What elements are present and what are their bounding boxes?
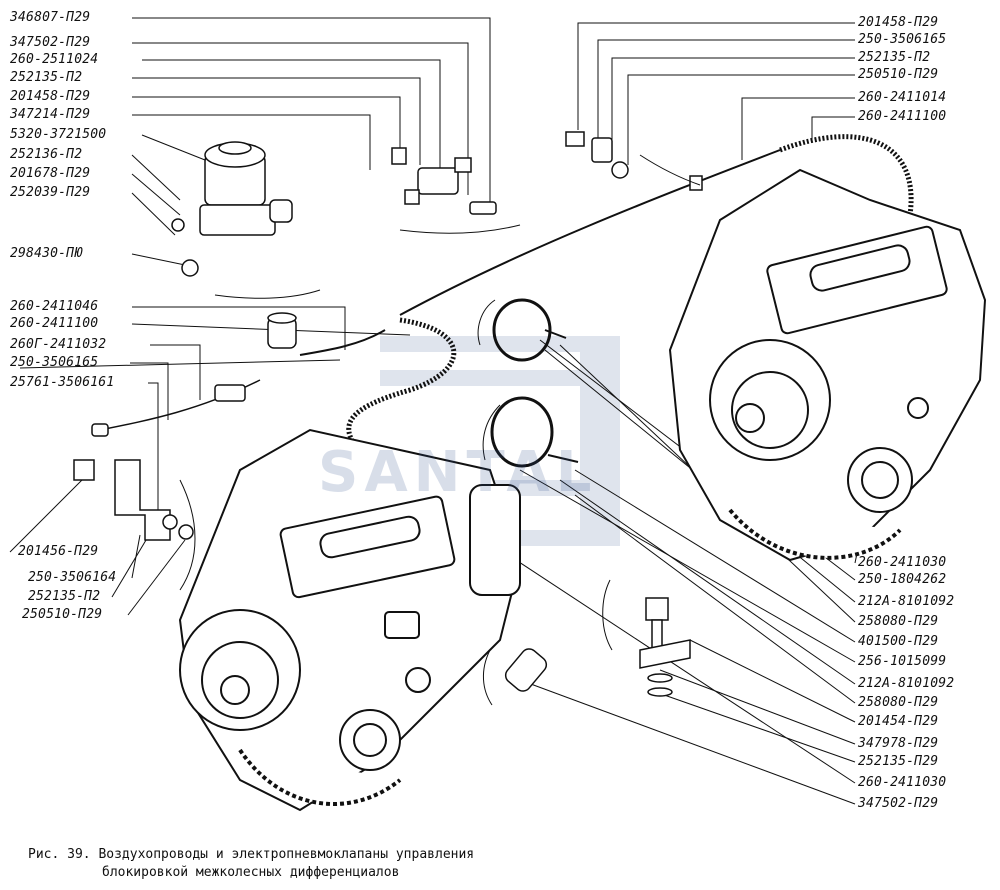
part-label: 201458-П29 [858, 15, 939, 30]
part-label: 201456-П29 [18, 544, 99, 559]
connector-valve-left [91, 312, 297, 437]
part-label: 212А-8101092 [858, 676, 955, 691]
part-label: 346807-П29 [10, 10, 91, 25]
tee-fitting-assembly [391, 147, 497, 215]
part-label: 201454-П29 [858, 714, 939, 729]
figure-caption-line1: Рис. 39. Воздухопроводы и электропневмок… [28, 847, 475, 862]
part-label: 250-1804262 [858, 572, 947, 587]
figure-caption-line2: блокировкой межколесных дифференциалов [102, 865, 400, 880]
union-fitting [504, 648, 548, 692]
part-label: 260-2511024 [10, 52, 99, 67]
part-label: 201678-П29 [10, 166, 91, 181]
bracket-clamp-assembly [565, 131, 703, 191]
part-label: 252135-П2 [28, 589, 101, 604]
part-label: 260-2411100 [10, 316, 99, 331]
part-label: 212А-8101092 [858, 594, 955, 609]
part-label: 252135-П29 [858, 754, 939, 769]
part-label: 347214-П29 [10, 107, 91, 122]
part-label: 252135-П2 [10, 70, 83, 85]
part-label: 201458-П29 [10, 89, 91, 104]
part-label: 260-2411030 [858, 775, 947, 790]
leader-lines-left [9, 17, 491, 616]
part-label: 298430-ПЮ [10, 246, 83, 261]
part-label: 252135-П2 [858, 50, 931, 65]
part-label: 252136-П2 [10, 147, 83, 162]
bracket-lower-left [73, 459, 194, 541]
front-axle-gearbox [178, 428, 522, 812]
part-label: 347502-П29 [858, 796, 939, 811]
part-label: 5320-3721500 [10, 127, 107, 142]
part-label: 347502-П29 [10, 35, 91, 50]
solenoid-valve-5320-3721500 [171, 141, 293, 277]
part-label: 250510-П29 [858, 67, 939, 82]
part-label: 260-2411030 [858, 555, 947, 570]
part-label: 260-2411100 [858, 109, 947, 124]
part-label: 260-2411046 [10, 299, 99, 314]
part-label: 250-3506165 [10, 355, 99, 370]
bolt-and-washers [639, 597, 691, 697]
part-label: 256-1015099 [858, 654, 947, 669]
part-label: 347978-П29 [858, 736, 939, 751]
part-label: 250-3506165 [858, 32, 947, 47]
part-label: 260Г-2411032 [10, 337, 107, 352]
part-label: 401500-П29 [858, 634, 939, 649]
part-label: 250-3506164 [28, 570, 117, 585]
part-label: 260-2411014 [858, 90, 947, 105]
part-label: 250510-П29 [22, 607, 103, 622]
part-label: 25761-3506161 [10, 375, 115, 390]
detail-arcs [179, 154, 701, 706]
rear-axle-gearbox [668, 168, 987, 562]
part-label: 252039-П29 [10, 185, 91, 200]
retaining-rings [490, 298, 579, 468]
part-label: 258080-П29 [858, 614, 939, 629]
watermark-text: SANTAL [318, 440, 598, 505]
part-label: 258080-П29 [858, 695, 939, 710]
